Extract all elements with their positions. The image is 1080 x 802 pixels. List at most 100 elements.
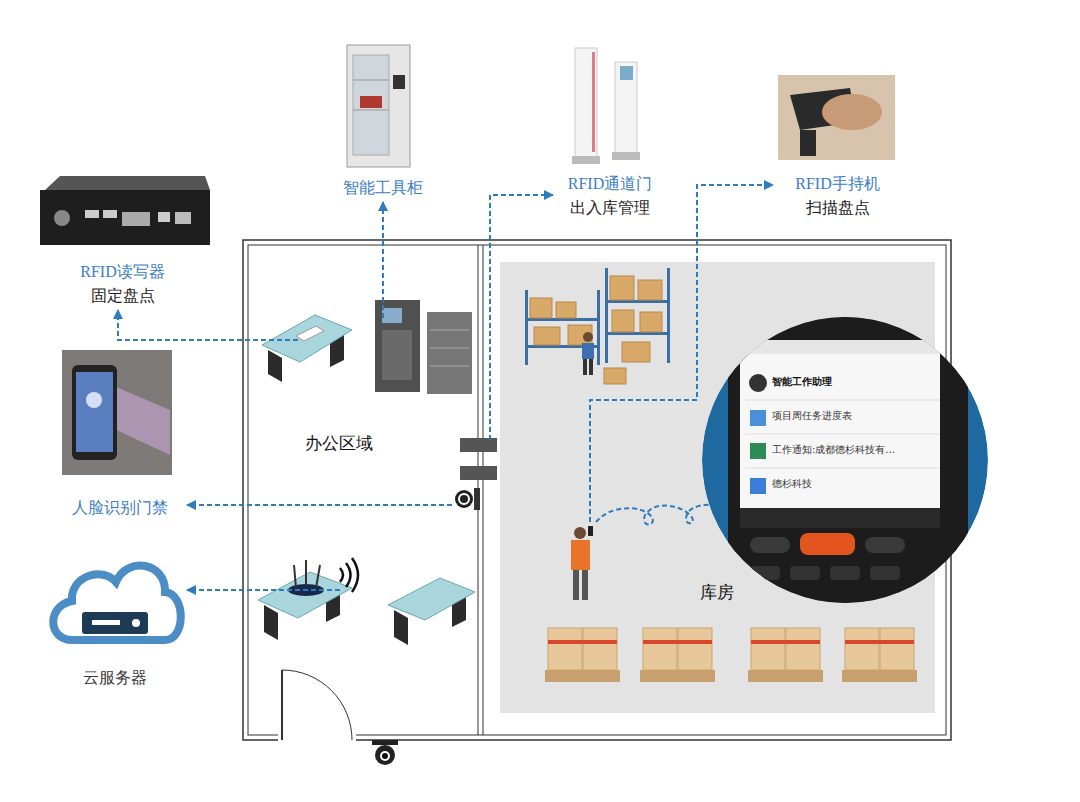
building-wall xyxy=(243,240,951,740)
cargo-pallet xyxy=(880,628,914,670)
rfid-gate xyxy=(572,156,600,164)
office-tool-cabinet xyxy=(382,308,402,323)
cloud-server-icon xyxy=(132,619,140,627)
region-label: 库房 xyxy=(700,582,734,604)
device-caption: 云服务器 xyxy=(83,666,147,690)
reader-desk xyxy=(262,315,352,362)
router-desk xyxy=(352,558,358,592)
face-recognition-device xyxy=(72,365,117,460)
inner-door xyxy=(460,438,497,452)
handheld-screen-zoom xyxy=(800,533,855,555)
cargo-pallet xyxy=(748,670,823,682)
router-desk xyxy=(316,565,320,588)
office-tool-cabinet xyxy=(430,348,469,349)
dashed-connector xyxy=(118,310,298,340)
handheld-screen-zoom xyxy=(750,478,766,494)
reader-desk xyxy=(268,350,282,382)
device-caption: 人脸识别门禁 xyxy=(72,496,168,520)
region-label: 办公区域 xyxy=(305,433,373,455)
handheld-screen-zoom xyxy=(728,300,968,640)
rfid-reader-device xyxy=(85,210,99,218)
device-caption: RFID通道门 xyxy=(568,172,652,196)
cloud-server-icon xyxy=(92,620,120,625)
warehouse-shelves xyxy=(525,290,528,365)
cargo-pallet xyxy=(545,628,917,682)
handheld-screen-zoom xyxy=(865,537,905,553)
office-tool-cabinet xyxy=(430,330,469,331)
dashed-connector xyxy=(490,195,553,440)
warehouse-shelves xyxy=(610,276,634,300)
warehouse-shelves xyxy=(597,290,600,365)
shelf-worker xyxy=(583,359,587,375)
dashed-connector xyxy=(382,202,384,318)
security-camera xyxy=(380,751,390,761)
shelf-worker xyxy=(582,343,594,359)
cargo-pallet xyxy=(643,640,712,644)
shelf-worker xyxy=(582,332,594,375)
security-camera xyxy=(375,745,395,765)
face-sensor xyxy=(459,494,469,504)
rfid-gate xyxy=(615,62,637,154)
rfid-reader-device: RFID读写器固定盘点 xyxy=(30,168,215,308)
rfid-reader-device xyxy=(45,176,210,190)
cargo-pallet xyxy=(786,628,820,670)
cargo-pallet xyxy=(751,640,820,644)
entrance-door xyxy=(278,733,356,743)
smart-tool-cabinet xyxy=(393,75,405,89)
warehouse-shelves xyxy=(534,327,560,345)
router-desk xyxy=(294,565,296,588)
cloud-server-icon xyxy=(53,566,181,640)
handheld-screen-zoom xyxy=(702,300,988,640)
handheld-worker xyxy=(588,526,593,536)
office-tool-cabinet xyxy=(375,300,472,394)
face-recognition-device xyxy=(62,350,172,475)
office-tool-cabinet xyxy=(375,300,420,392)
office-tool-cabinet xyxy=(427,312,472,394)
rfid-reader-device xyxy=(175,212,191,224)
cargo-pallet xyxy=(751,628,785,670)
cloud-server-icon xyxy=(53,566,181,640)
handheld-screen-zoom xyxy=(740,508,940,528)
office-desk xyxy=(394,610,408,645)
device-caption: RFID手持机 xyxy=(795,172,879,196)
handheld-screen-zoom xyxy=(745,434,940,435)
smart-tool-cabinet xyxy=(353,55,389,155)
warehouse-shelves xyxy=(604,368,626,384)
security-camera xyxy=(382,753,388,759)
face-sensor xyxy=(455,490,473,508)
rfid-handheld-photo xyxy=(778,75,895,160)
face-recognition-device xyxy=(76,372,113,452)
router-desk xyxy=(305,560,307,586)
handheld-screen-zoom xyxy=(870,566,900,580)
device-caption: 固定盘点 xyxy=(91,284,155,308)
device-caption: 智能工具柜 xyxy=(343,176,423,200)
office-region: 办公区域 xyxy=(243,240,480,740)
cargo-pallet xyxy=(583,628,617,670)
handheld-screen-zoom xyxy=(790,566,820,580)
router-desk xyxy=(264,605,278,640)
router-desk xyxy=(346,563,351,587)
router-desk xyxy=(258,558,358,640)
handheld-screen-zoom xyxy=(750,410,766,426)
rfid-handheld-photo xyxy=(778,75,895,160)
reader-desk xyxy=(296,326,324,341)
rfid-reader-device xyxy=(40,190,210,245)
rfid-gate xyxy=(575,48,597,158)
warehouse-shelves xyxy=(605,268,608,363)
handheld-worker xyxy=(571,526,593,600)
handheld-worker xyxy=(571,540,590,570)
rfid-reader-device xyxy=(158,212,170,222)
reader-desk xyxy=(262,315,352,382)
rfid-reader-device xyxy=(122,212,150,226)
rfid-reader-device xyxy=(54,210,70,226)
inner-door xyxy=(460,438,497,480)
rfid-gate xyxy=(592,52,595,152)
warehouse-region: 库房智能工作助理项目周任务进度表工作通知:成都德杉科技有...德杉科技 xyxy=(500,262,935,713)
building-wall xyxy=(483,245,484,735)
router-desk xyxy=(340,568,343,582)
face-sensor xyxy=(455,488,480,510)
office-tool-cabinet xyxy=(430,366,469,367)
smart-tool-cabinet xyxy=(353,80,389,81)
